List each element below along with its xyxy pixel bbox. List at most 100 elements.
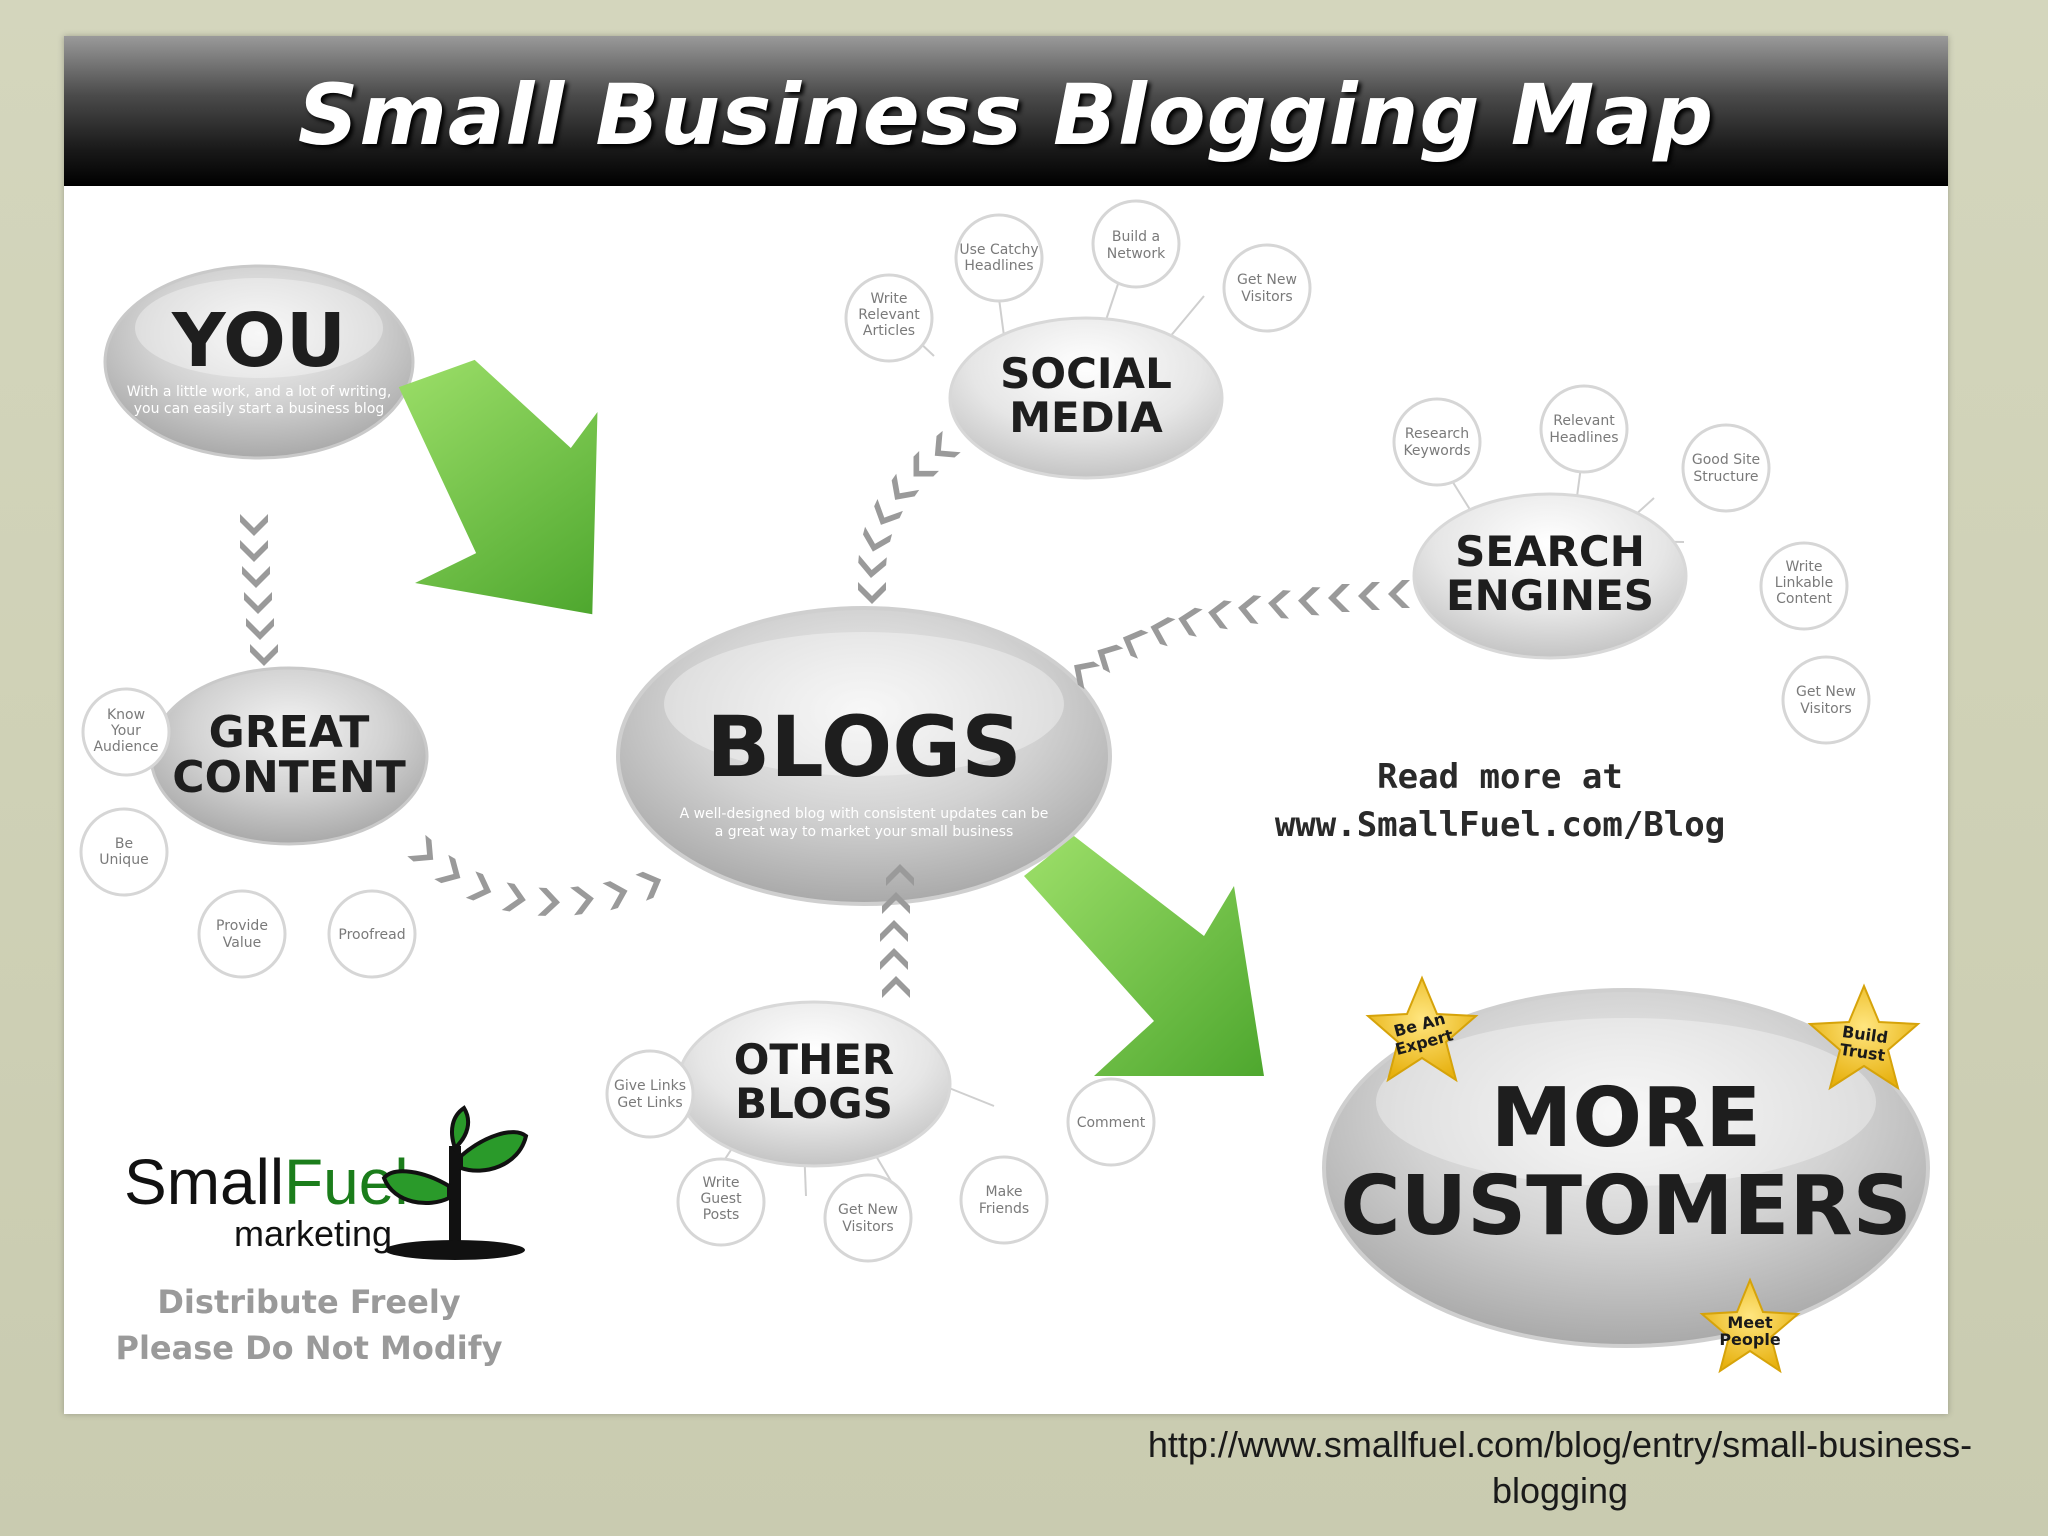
svg-text:Comment: Comment [1077,1115,1146,1131]
svg-text:Good Site: Good Site [1692,452,1760,468]
svg-text:Content: Content [1776,591,1832,607]
svg-text:Get Links: Get Links [617,1095,682,1111]
green-arrow-to-customers [1024,836,1264,1076]
other-blogs-title-line1: OTHER [734,1035,895,1084]
satellite-be-unique: Be Unique [79,807,169,897]
more-customers-title-line2: CUSTOMERS [1340,1159,1911,1254]
svg-text:Posts: Posts [703,1207,740,1223]
great-content-node: GREAT CONTENT [149,666,429,846]
distribution-line2: Please Do Not Modify [116,1329,503,1367]
search-engines-title-line1: SEARCH [1455,527,1645,576]
svg-text:Visitors: Visitors [1241,289,1292,305]
search-engines-title-line2: ENGINES [1446,571,1654,620]
satellite-write-relevant-articles: Write Relevant Articles [844,273,934,363]
brand-name: SmallFuel [124,1146,409,1218]
svg-text:Give Links: Give Links [614,1078,686,1094]
svg-text:Visitors: Visitors [1800,701,1851,717]
svg-text:Your: Your [110,723,141,739]
svg-text:Unique: Unique [99,852,148,868]
satellite-comment: Comment [1066,1077,1156,1167]
blogs-subtitle-line2: a great way to market your small busines… [715,824,1014,840]
svg-text:Use Catchy: Use Catchy [959,242,1038,258]
social-media-satellites: Write Relevant Articles Use Catchy Headl… [844,199,1312,363]
source-url-caption: http://www.smallfuel.com/blog/entry/smal… [1080,1422,2040,1514]
satellite-research-keywords: Research Keywords [1392,397,1482,487]
you-title: YOU [171,298,346,384]
svg-text:Proofread: Proofread [338,927,405,943]
svg-text:Write: Write [871,291,908,307]
satellite-proofread: Proofread [327,889,417,979]
svg-text:Get New: Get New [1796,684,1856,700]
search-to-blogs-arrows [1066,580,1410,690]
you-subtitle-line1: With a little work, and a lot of writing… [127,384,392,400]
star-meet-people: Meet People [1699,1277,1801,1374]
satellite-provide-value: Provide Value [197,889,287,979]
blogs-node: BLOGS A well-designed blog with consiste… [616,606,1112,906]
star-build-trust: Build Trust [1807,983,1921,1091]
social-media-node: SOCIAL MEDIA [948,316,1224,480]
satellite-build-a-network: Build a Network [1091,199,1181,289]
source-url-line2: blogging [1491,1470,1629,1511]
other-blogs-satellites: Give Links Get Links Write Guest Posts G… [605,1049,1156,1263]
satellite-make-friends: Make Friends [959,1155,1049,1245]
social-media-title-line2: MEDIA [1009,393,1163,442]
svg-text:Be: Be [115,836,133,852]
slide: Small Business Blogging Map [64,36,1948,1414]
other-blogs-node: OTHER BLOGS [676,1000,952,1168]
sprout-icon [381,1105,529,1260]
great-content-satellites: Know Your Audience Be Unique Provide Val… [79,687,417,979]
svg-text:Visitors: Visitors [842,1219,893,1235]
read-more-url: www.SmallFuel.com/Blog [1275,805,1725,845]
svg-text:Relevant: Relevant [1553,413,1615,429]
you-to-content-arrows [240,514,288,692]
satellite-give-links-get-links: Give Links Get Links [605,1049,695,1139]
svg-text:Make: Make [986,1184,1023,1200]
star-be-an-expert: Be An Expert [1365,975,1479,1083]
source-url-line1: http://www.smallfuel.com/blog/entry/smal… [1147,1424,1973,1465]
social-to-blogs-arrows [857,430,961,604]
svg-text:Guest: Guest [700,1191,742,1207]
svg-text:Provide: Provide [216,918,268,934]
great-content-title-line2: CONTENT [172,752,405,803]
satellite-know-your-audience: Know Your Audience [81,687,171,777]
satellite-good-site-structure: Good Site Structure [1681,423,1771,513]
green-arrow-to-blogs [398,359,598,615]
svg-text:Relevant: Relevant [858,307,920,323]
blogs-title: BLOGS [706,698,1021,796]
other-blogs-title-line2: BLOGS [735,1079,893,1128]
satellite-get-new-visitors-other: Get New Visitors [823,1173,913,1263]
search-engines-node: SEARCH ENGINES [1412,492,1688,660]
smallfuel-logo: SmallFuel marketing [124,1105,529,1260]
you-subtitle-line2: you can easily start a business blog [134,401,385,417]
search-engines-satellites: Research Keywords Relevant Headlines Goo… [1392,384,1871,745]
svg-text:Get New: Get New [1237,272,1297,288]
title-banner: Small Business Blogging Map [64,36,1948,186]
read-more-line1: Read more at [1377,757,1623,797]
social-media-title-line1: SOCIAL [1000,349,1172,398]
svg-text:Research: Research [1405,426,1469,442]
great-content-title-line1: GREAT [209,707,370,758]
svg-text:People: People [1719,1330,1781,1349]
satellite-relevant-headlines: Relevant Headlines [1539,384,1629,474]
svg-text:Friends: Friends [979,1201,1029,1217]
you-node: YOU With a little work, and a lot of wri… [103,264,415,460]
brand-tagline: marketing [234,1213,392,1254]
svg-text:Articles: Articles [863,323,915,339]
satellite-use-catchy-headlines: Use Catchy Headlines [954,213,1044,303]
more-customers-node: MORE CUSTOMERS [1322,988,1930,1348]
satellite-get-new-visitors-social: Get New Visitors [1222,243,1312,333]
svg-text:Write: Write [703,1175,740,1191]
svg-text:Write: Write [1786,559,1823,575]
svg-text:Network: Network [1107,246,1166,262]
read-more-text: Read more at www.SmallFuel.com/Blog [1275,757,1725,845]
svg-text:Structure: Structure [1693,469,1758,485]
blogging-map-diagram: YOU With a little work, and a lot of wri… [79,199,1930,1374]
distribution-line1: Distribute Freely [157,1283,460,1321]
blogs-subtitle-line1: A well-designed blog with consistent upd… [680,806,1049,822]
svg-text:Meet: Meet [1727,1313,1773,1332]
svg-text:Get New: Get New [838,1202,898,1218]
more-customers-title-line1: MORE [1491,1071,1761,1166]
page-title: Small Business Blogging Map [297,66,1715,164]
svg-text:Headlines: Headlines [964,258,1033,274]
distribution-note: Distribute Freely Please Do Not Modify [116,1283,503,1367]
